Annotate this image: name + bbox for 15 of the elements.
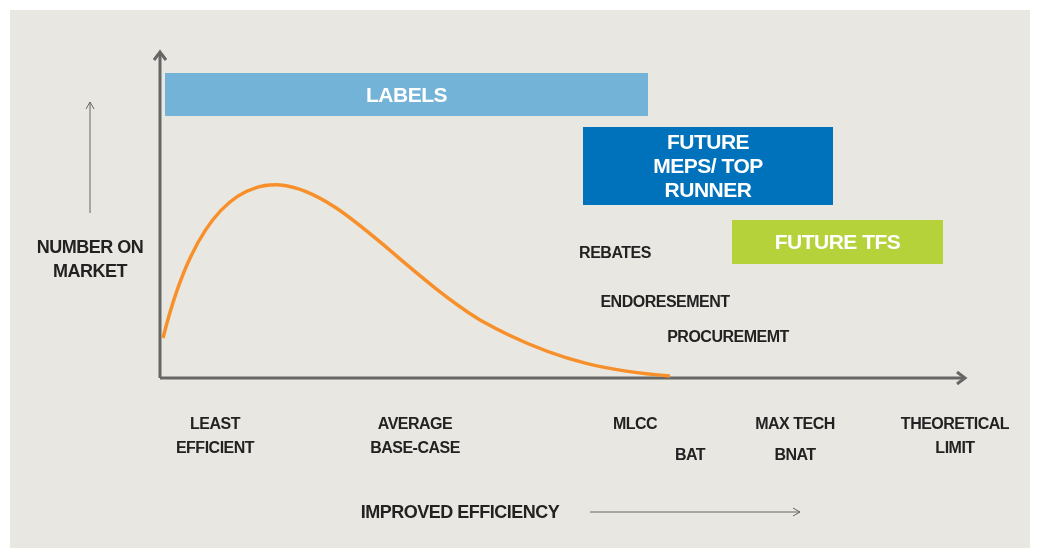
tick-label: THEORETICAL LIMIT — [899, 414, 1011, 458]
tick-label: MAX TECH — [754, 414, 836, 434]
tick-label: LEAST EFFICIENT — [174, 414, 256, 458]
tick-label: BNAT — [773, 445, 817, 465]
axis-title: NUMBER ON MARKET — [35, 236, 145, 283]
policy-bar: FUTURE TFS — [732, 220, 943, 264]
policy-label: REBATES — [578, 243, 652, 263]
policy-label: ENDORESEMENT — [599, 292, 731, 312]
axis-title: IMPROVED EFFICIENCY — [359, 501, 561, 524]
tick-label: AVERAGE BASE-CASE — [369, 414, 461, 458]
policy-label: PROCUREMEMT — [666, 327, 790, 347]
policy-bar: FUTURE MEPS/ TOP RUNNER — [583, 127, 833, 205]
label-bar: LABELS — [165, 73, 648, 116]
tick-label: MLCC — [611, 414, 659, 434]
tick-label: BAT — [673, 445, 707, 465]
